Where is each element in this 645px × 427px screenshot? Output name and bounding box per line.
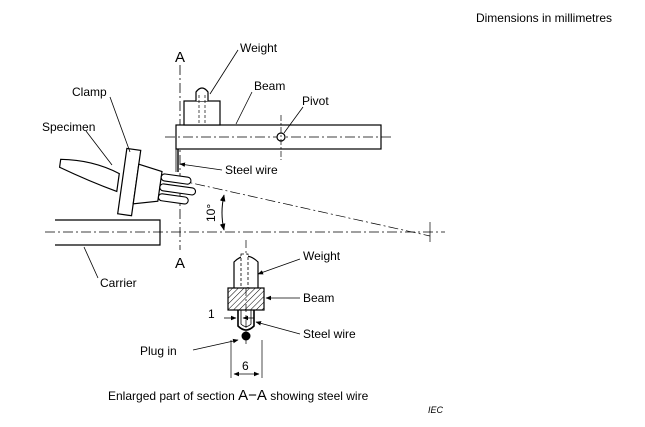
label-carrier: Carrier: [100, 276, 137, 290]
caption-prefix: Enlarged part of section: [108, 389, 238, 403]
specimen-plug: [58, 147, 197, 217]
label-clamp: Clamp: [72, 85, 107, 99]
steel-wire: [175, 149, 179, 172]
figure-caption: Enlarged part of section A−A showing ste…: [108, 387, 369, 404]
section-line-a: A A: [175, 49, 185, 272]
section-detail: 1 6 Weight Beam Steel wire Plug in: [140, 240, 356, 378]
weight-top: [183, 87, 221, 126]
label-steel-wire-section: Steel wire: [303, 327, 356, 341]
angle-label: 10°: [204, 204, 218, 222]
carrier: [45, 219, 445, 246]
label-specimen: Specimen: [42, 120, 95, 134]
beam: [165, 115, 392, 160]
section-mark-top: A: [175, 49, 185, 66]
iec-mark: IEC: [428, 405, 444, 415]
units-note: Dimensions in millimetres: [476, 11, 612, 25]
section-beam: [227, 287, 265, 311]
label-plug-in: Plug in: [140, 344, 177, 358]
label-beam-section: Beam: [303, 291, 334, 305]
dimension-6: 6: [242, 359, 249, 373]
label-steel-wire-top: Steel wire: [225, 163, 278, 177]
caption-section: A−A: [238, 387, 267, 404]
label-pivot: Pivot: [302, 94, 329, 108]
label-beam-top: Beam: [254, 79, 285, 93]
angle-dimension: 10°: [204, 194, 226, 231]
section-mark-bottom: A: [175, 255, 185, 272]
label-weight-top: Weight: [240, 41, 278, 55]
section-steel-wire: [237, 310, 255, 331]
angle-reference-line: [159, 175, 431, 237]
section-plug-pin: [241, 331, 251, 341]
dimension-1: 1: [208, 307, 215, 321]
caption-suffix: showing steel wire: [267, 389, 369, 403]
leaders-upper: Weight Beam Pivot Clamp Specimen Steel w…: [42, 41, 329, 290]
label-weight-section: Weight: [303, 249, 341, 263]
